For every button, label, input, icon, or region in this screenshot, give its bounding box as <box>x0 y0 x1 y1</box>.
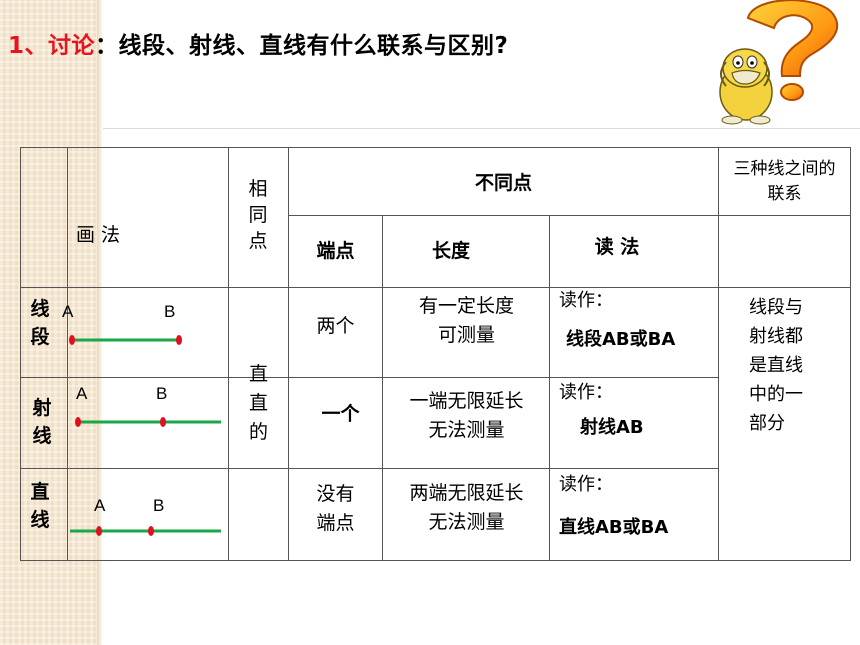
length-text: 一端无限延长 <box>409 390 524 412</box>
length-text: 有一定长度 <box>418 295 514 317</box>
read-prefix: 读作： <box>559 382 613 403</box>
endpoints-ray: 一个 <box>321 403 360 425</box>
length-segment: 有一定长度 可测量 <box>383 292 550 350</box>
endpoints-segment: 两个 <box>316 315 355 337</box>
title-text: ：线段、射线、直线有什么联系与区别? <box>95 33 509 59</box>
title-keyword: 讨论 <box>48 33 96 59</box>
header-same-line: 同 <box>248 204 268 226</box>
common-char: 的 <box>248 421 268 443</box>
header-relation-line: 联系 <box>767 184 802 204</box>
row-name-char: 线 <box>30 298 50 320</box>
read-value-line: 直线AB或BA <box>559 517 669 538</box>
length-text: 无法测量 <box>428 419 505 441</box>
header-endpoints: 端点 <box>316 240 355 262</box>
divider <box>103 128 860 129</box>
endpoints-line-text: 端点 <box>316 512 355 534</box>
header-same: 相 同 点 <box>230 176 286 254</box>
length-text: 两端无限延长 <box>409 482 524 504</box>
line-drawing <box>70 526 221 536</box>
relation-line: 部分 <box>749 413 785 434</box>
row-name-char: 直 <box>30 481 50 503</box>
length-ray: 一端无限延长 无法测量 <box>383 387 550 445</box>
row-name-line: 直 线 <box>20 478 60 534</box>
point-b-dot <box>148 526 154 536</box>
read-value-segment: 线段AB或BA <box>566 329 676 350</box>
length-text: 可测量 <box>437 324 495 346</box>
header-reading: 读 法 <box>594 236 640 258</box>
header-length: 长度 <box>431 240 470 262</box>
point-a-label: A <box>62 302 74 321</box>
endpoints-line: 没有 端点 <box>289 480 382 538</box>
point-a-dot <box>96 526 102 536</box>
row-name-ray: 射 线 <box>20 394 64 450</box>
point-a-dot <box>69 335 75 345</box>
relation-text: 线段与 射线都 是直线 中的一 部分 <box>749 293 803 438</box>
segment-drawing <box>69 335 182 345</box>
endpoints-line-text: 没有 <box>316 483 355 505</box>
header-same-line: 点 <box>248 230 268 252</box>
common-char: 直 <box>248 363 268 385</box>
row-name-char: 线 <box>30 509 50 531</box>
header-same-line: 相 <box>248 178 268 200</box>
header-relation-line: 三种线之间的 <box>733 159 836 179</box>
relation-line: 中的一 <box>749 384 803 405</box>
header-different: 不同点 <box>474 172 532 194</box>
point-b-dot <box>160 417 166 427</box>
decorative-stripe <box>0 0 97 645</box>
row-name-char: 段 <box>30 326 50 348</box>
page-title: 1、讨论：线段、射线、直线有什么联系与区别? <box>8 26 508 60</box>
psyduck-question-icon <box>719 0 839 125</box>
length-text: 无法测量 <box>428 511 505 533</box>
read-prefix: 读作： <box>559 474 613 495</box>
point-a-label: A <box>94 496 106 515</box>
common-char: 直 <box>248 392 268 414</box>
header-drawing: 画 法 <box>76 224 121 246</box>
stripe-edge <box>97 0 103 645</box>
point-b-label: B <box>153 496 165 515</box>
row-name-segment: 线 段 <box>20 295 60 351</box>
common-cell: 直 直 的 <box>229 360 288 447</box>
row-name-char: 线 <box>32 425 52 447</box>
relation-line: 是直线 <box>749 355 803 376</box>
point-a-dot <box>75 417 81 427</box>
point-b-dot <box>176 335 182 345</box>
relation-line: 射线都 <box>749 326 803 347</box>
point-b-label: B <box>164 302 176 321</box>
relation-line: 线段与 <box>749 297 803 318</box>
title-number: 1、 <box>8 33 49 59</box>
length-line: 两端无限延长 无法测量 <box>383 479 550 537</box>
point-b-label: B <box>156 384 168 403</box>
read-prefix: 读作： <box>559 290 613 311</box>
row-name-char: 射 <box>32 397 52 419</box>
ray-drawing <box>75 417 221 427</box>
point-a-label: A <box>76 384 88 403</box>
header-relation: 三种线之间的 联系 <box>718 157 851 207</box>
read-value-ray: 射线AB <box>580 417 644 438</box>
